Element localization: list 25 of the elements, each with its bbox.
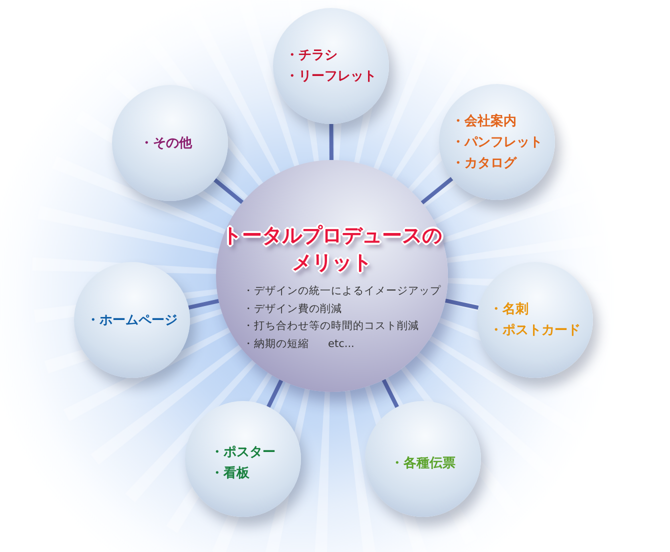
list-item: ・カタログ (452, 154, 516, 172)
connector-line (382, 378, 399, 408)
connector-line (420, 177, 454, 204)
connector-line (188, 298, 220, 310)
list-item: ・パンフレット (452, 134, 542, 152)
list-item: ・ポスター (210, 444, 276, 462)
list-item: ・名刺 (490, 301, 528, 319)
list-item: ・納期の短縮 (243, 336, 309, 352)
connector-line (329, 124, 334, 160)
list-item: ・各種伝票 (390, 454, 456, 472)
list-item: ・デザイン費の削減 (243, 302, 342, 316)
list-item: ・看板 (210, 465, 250, 483)
list-item: ・打ち合わせ等の時間的コスト削減 (243, 319, 419, 334)
heading: トータルプロデュースのメリット (221, 222, 443, 276)
list-item: ・ホームページ (86, 312, 178, 330)
list-item: ・その他 (140, 134, 192, 152)
list-item: ・デザインの統一によるイメージアップ (243, 284, 441, 299)
list-item: ・ポストカード (490, 322, 580, 340)
list-item: ・チラシ (286, 47, 338, 65)
list-item: ・リーフレット (286, 68, 376, 86)
connector-line (266, 379, 284, 408)
list-item: ・会社案内 (452, 112, 516, 130)
list-note: etc... (328, 336, 354, 352)
connector-line (214, 178, 244, 204)
connector-line (444, 298, 479, 310)
